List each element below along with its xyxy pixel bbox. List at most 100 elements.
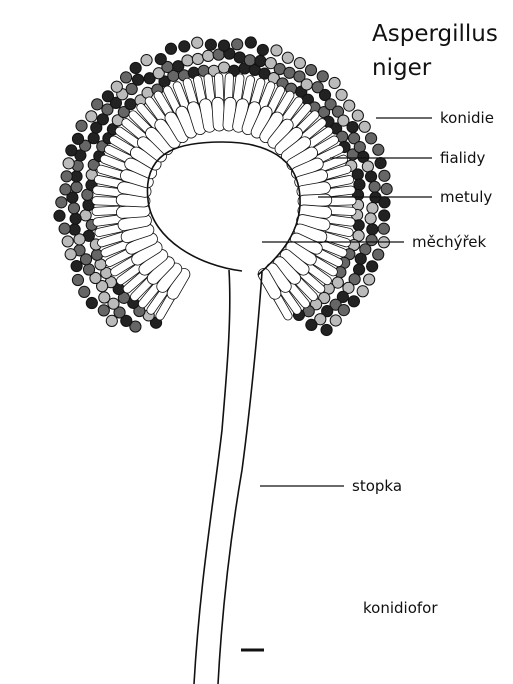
conidium bbox=[373, 249, 384, 260]
phialide-fill bbox=[328, 180, 350, 184]
conidium bbox=[365, 133, 376, 144]
conidium bbox=[245, 37, 256, 48]
phialide-fill bbox=[246, 80, 251, 102]
conidium bbox=[179, 41, 190, 52]
stalk-left-wall bbox=[194, 270, 230, 684]
conidium bbox=[271, 45, 282, 56]
phialide-fill bbox=[328, 228, 349, 233]
conidium bbox=[381, 183, 392, 194]
conidium bbox=[305, 64, 316, 75]
conidium bbox=[72, 274, 83, 285]
conidium bbox=[218, 62, 229, 73]
conidium bbox=[352, 169, 363, 180]
metula-fill bbox=[304, 200, 326, 201]
label-stalk: stopka bbox=[352, 477, 402, 495]
phialide-fill bbox=[97, 190, 119, 193]
conidium bbox=[306, 319, 317, 330]
conidium bbox=[56, 197, 67, 208]
phialide-fill bbox=[330, 201, 352, 202]
phialide-fill bbox=[219, 77, 220, 99]
conidium bbox=[71, 260, 82, 271]
conidium bbox=[62, 236, 73, 247]
conidium bbox=[102, 91, 113, 102]
conidium bbox=[379, 197, 390, 208]
conidium bbox=[88, 133, 99, 144]
phialide-fill bbox=[329, 190, 351, 193]
conidium bbox=[282, 52, 293, 63]
conidium bbox=[329, 77, 340, 88]
species-title-line2: niger bbox=[372, 55, 432, 81]
metulae-ring bbox=[122, 103, 326, 293]
metula-fill bbox=[304, 211, 326, 213]
conidium bbox=[130, 62, 141, 73]
metula-fill bbox=[122, 200, 144, 201]
phialide-fill bbox=[99, 228, 120, 233]
conidium bbox=[362, 161, 373, 172]
conidium bbox=[373, 144, 384, 155]
metula-fill bbox=[124, 220, 146, 224]
conidium bbox=[91, 249, 102, 260]
conidium bbox=[336, 89, 347, 100]
metula-fill bbox=[218, 103, 219, 125]
conidium bbox=[317, 71, 328, 82]
metula-fill bbox=[303, 188, 325, 192]
conidium bbox=[365, 171, 376, 182]
conidium bbox=[348, 296, 359, 307]
conidium bbox=[367, 261, 378, 272]
phialide-fill bbox=[237, 78, 240, 100]
conidium bbox=[98, 305, 109, 316]
conidium bbox=[352, 110, 363, 121]
conidium bbox=[66, 145, 77, 156]
label-conidiophore: konidiofor bbox=[363, 599, 438, 617]
conidium bbox=[192, 37, 203, 48]
conidium bbox=[257, 44, 268, 55]
metula-fill bbox=[127, 230, 148, 237]
conidium bbox=[359, 121, 370, 132]
conidium bbox=[70, 213, 81, 224]
label-phialides: fialidy bbox=[440, 149, 485, 167]
conidium bbox=[79, 286, 90, 297]
conidium bbox=[125, 99, 136, 110]
conidium bbox=[367, 203, 378, 214]
conidium bbox=[244, 55, 255, 66]
conidium bbox=[54, 210, 65, 221]
conidium bbox=[86, 297, 97, 308]
conidium bbox=[120, 72, 131, 83]
conidium bbox=[378, 223, 389, 234]
phialide-fill bbox=[329, 219, 351, 222]
conidium bbox=[321, 324, 332, 335]
conidium bbox=[192, 53, 203, 64]
phialide-fill bbox=[330, 210, 352, 211]
conidium bbox=[86, 111, 97, 122]
conidium bbox=[68, 203, 79, 214]
metula-fill bbox=[301, 176, 322, 182]
phialide-fill bbox=[198, 80, 203, 102]
conidium bbox=[80, 210, 91, 221]
conidium bbox=[357, 286, 368, 297]
conidium bbox=[369, 181, 380, 192]
phialide-fill bbox=[97, 219, 119, 222]
metula-fill bbox=[205, 105, 209, 127]
metula-fill bbox=[193, 108, 200, 129]
metula-fill bbox=[302, 220, 324, 224]
conidium bbox=[232, 39, 243, 50]
conidium bbox=[83, 264, 94, 275]
conidium bbox=[367, 224, 378, 235]
conidium bbox=[375, 157, 386, 168]
vesicle-outline bbox=[147, 142, 300, 275]
conidium bbox=[205, 39, 216, 50]
conidium bbox=[65, 249, 76, 260]
phialide-fill bbox=[228, 77, 229, 99]
conidium bbox=[364, 274, 375, 285]
conidium bbox=[132, 74, 143, 85]
conidium bbox=[379, 170, 390, 181]
conidium bbox=[76, 120, 87, 131]
conidium bbox=[354, 179, 365, 190]
species-title-line1: Aspergillus bbox=[372, 21, 498, 47]
conidium bbox=[365, 213, 376, 224]
phialide-fill bbox=[99, 180, 121, 184]
phialide-fill bbox=[96, 210, 118, 211]
label-vesicle: měchýřek bbox=[412, 233, 487, 251]
conidium bbox=[301, 79, 312, 90]
